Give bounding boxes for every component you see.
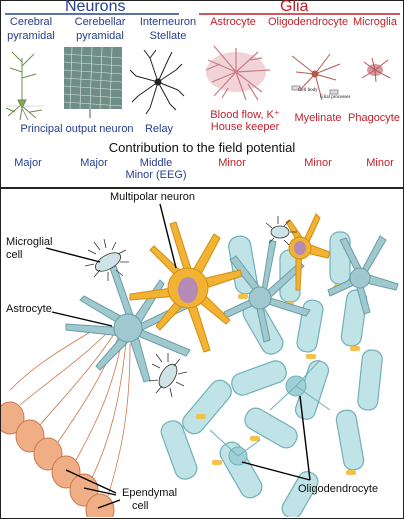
contribution-interneuron-line2: Minor (EEG) (125, 169, 187, 181)
cell-type-astrocyte: Astrocyte (210, 16, 256, 28)
cell-type-microglia: Microglia (352, 16, 397, 28)
function-principal-output: Principal output neuron (20, 123, 134, 135)
panel-divider (0, 187, 404, 189)
microglia-illustration (361, 57, 391, 83)
oligo-glial-processes-label: Glial processes (320, 95, 351, 100)
function-myelinate: Myelinate (294, 112, 342, 124)
contribution-oligodendrocyte: Minor (304, 157, 332, 169)
cell-type-interneuron-line1: Interneuron (139, 16, 197, 28)
label-ependymal-line2: cell (132, 500, 149, 512)
interneuron-stellate-illustration (129, 49, 185, 115)
cell-type-cerebellar-line2: pyramidal (76, 30, 124, 42)
label-multipolar-neuron: Multipolar neuron (110, 191, 195, 203)
label-astrocyte: Astrocyte (6, 303, 52, 315)
cerebellar-pyramidal-illustration (63, 46, 123, 118)
contribution-astrocyte: Minor (218, 157, 246, 169)
label-ependymal-line1: Ependymal (122, 487, 178, 499)
label-microglial-line2: cell (6, 249, 23, 261)
top-panel-drawing (5, 13, 400, 121)
function-relay: Relay (144, 123, 174, 135)
function-astro-line2: House keeper (210, 121, 280, 133)
oligodendrocyte-illustration (291, 53, 341, 101)
cerebral-pyramidal-illustration (5, 51, 44, 121)
cell-type-interneuron-line2: Stellate (149, 30, 187, 42)
function-astro-line1: Blood flow, K⁺ (210, 109, 280, 121)
cell-type-oligodendrocyte: Oligodendrocyte (268, 16, 349, 28)
contribution-microglia: Minor (366, 157, 394, 169)
contribution-cerebral: Major (14, 157, 42, 169)
contribution-title: Contribution to the field potential (108, 140, 296, 155)
oligo-cell-body-label: Cell body (298, 88, 318, 93)
cell-type-cerebellar-line1: Cerebellar (74, 16, 126, 28)
contribution-interneuron-line1: Middle (139, 157, 173, 169)
contribution-cerebellar: Major (80, 157, 108, 169)
label-microglial-line1: Microglial (6, 236, 53, 248)
glia-header: Glia (280, 0, 309, 15)
astrocyte-illustration (205, 45, 271, 101)
label-oligodendrocyte: Oligodendrocyte (298, 483, 379, 495)
cell-type-cerebral-line2: pyramidal (7, 30, 55, 42)
function-phagocyte: Phagocyte (348, 112, 400, 124)
neurons-header: Neurons (65, 0, 126, 15)
cell-type-cerebral-line1: Cerebral (9, 16, 53, 28)
